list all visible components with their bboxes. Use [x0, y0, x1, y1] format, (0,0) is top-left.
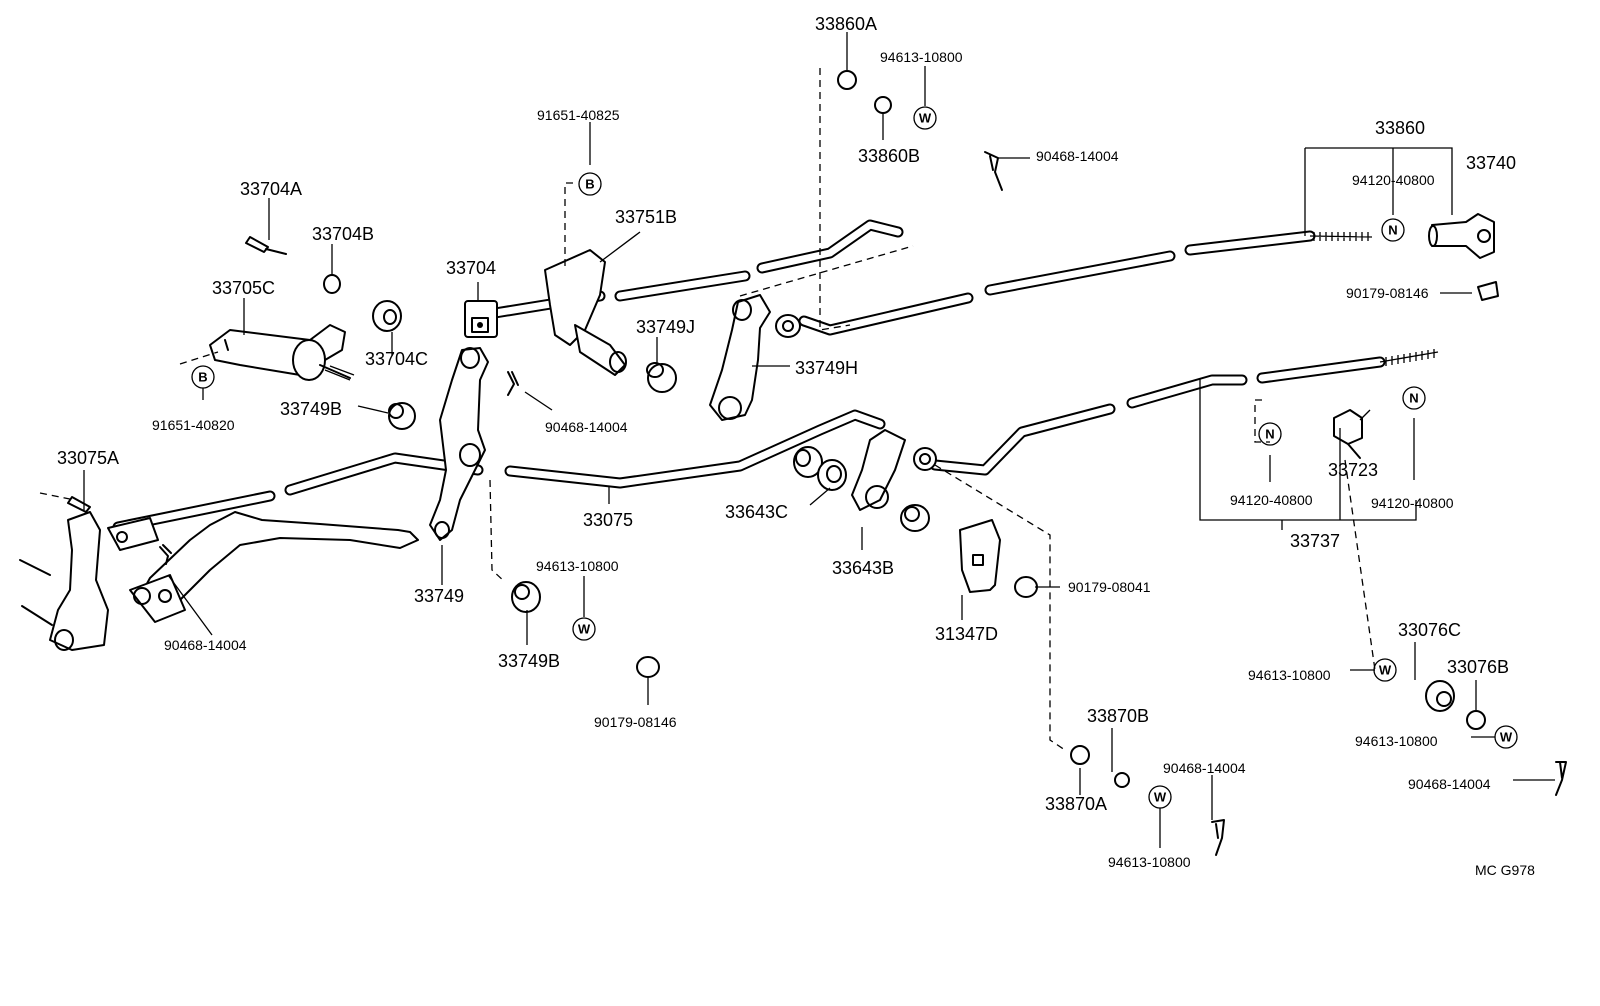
label-33075A: 33075A — [57, 448, 119, 468]
label-33860A: 33860A — [815, 14, 877, 34]
label-33075: 33075 — [583, 510, 633, 530]
label-33749B-left: 33749B — [280, 399, 342, 419]
label-94613-bottom: 94613-10800 — [1108, 854, 1191, 870]
symbol-w-r1: W — [1379, 663, 1392, 678]
symbol-circles: B B W W W W W N N N — [191, 106, 1518, 809]
dashed-guides — [39, 68, 1376, 751]
label-33704: 33704 — [446, 258, 496, 278]
label-33643B: 33643B — [832, 558, 894, 578]
label-90179-08146-right: 90179-08146 — [1346, 285, 1429, 301]
symbol-b-left: B — [198, 370, 207, 385]
label-33751B: 33751B — [615, 207, 677, 227]
symbol-n-right: N — [1409, 391, 1418, 406]
label-33870A: 33870A — [1045, 794, 1107, 814]
label-94120-right: 94120-40800 — [1371, 495, 1454, 511]
label-33749: 33749 — [414, 586, 464, 606]
label-33870B: 33870B — [1087, 706, 1149, 726]
diagram-code: MC G978 — [1475, 862, 1535, 878]
label-94613-right-1: 94613-10800 — [1248, 667, 1331, 683]
label-94120-left: 94120-40800 — [1230, 492, 1313, 508]
label-90468-top: 90468-14004 — [1036, 148, 1119, 164]
label-33704C: 33704C — [365, 349, 428, 369]
label-33076C: 33076C — [1398, 620, 1461, 640]
label-33749J: 33749J — [636, 317, 695, 337]
label-33860B: 33860B — [858, 146, 920, 166]
label-90468-bottom: 90468-14004 — [1163, 760, 1246, 776]
label-33705C: 33705C — [212, 278, 275, 298]
symbol-w-r2: W — [1500, 730, 1513, 745]
label-91651-40825: 91651-40825 — [537, 107, 620, 123]
parts-drawings — [19, 70, 1567, 856]
symbol-w-mid: W — [578, 622, 591, 637]
symbol-w-top: W — [919, 111, 932, 126]
label-94613-right-2: 94613-10800 — [1355, 733, 1438, 749]
label-91651-40820: 91651-40820 — [152, 417, 235, 433]
label-33076B: 33076B — [1447, 657, 1509, 677]
label-90468-left: 90468-14004 — [164, 637, 247, 653]
label-94613-mid: 94613-10800 — [536, 558, 619, 574]
label-94120-top: 94120-40800 — [1352, 172, 1435, 188]
symbol-b-top: B — [585, 177, 594, 192]
symbol-n-top: N — [1388, 223, 1397, 238]
label-90179-08146-bottom: 90179-08146 — [594, 714, 677, 730]
label-31347D: 31347D — [935, 624, 998, 644]
label-33737: 33737 — [1290, 531, 1340, 551]
symbol-n-left: N — [1265, 427, 1274, 442]
label-33704B: 33704B — [312, 224, 374, 244]
control-rods — [112, 219, 1439, 613]
label-33740: 33740 — [1466, 153, 1516, 173]
label-33749B-bottom: 33749B — [498, 651, 560, 671]
label-90179-08041: 90179-08041 — [1068, 579, 1151, 595]
label-94613-top: 94613-10800 — [880, 49, 963, 65]
label-90468-mid: 90468-14004 — [545, 419, 628, 435]
label-33643C: 33643C — [725, 502, 788, 522]
label-33749H: 33749H — [795, 358, 858, 378]
part-labels: 33860A 94613-10800 91651-40825 33860B 90… — [57, 14, 1535, 878]
label-33723: 33723 — [1328, 460, 1378, 480]
leader-lines — [83, 32, 1555, 848]
symbol-w-bot: W — [1154, 790, 1167, 805]
label-90468-right: 90468-14004 — [1408, 776, 1491, 792]
label-33860: 33860 — [1375, 118, 1425, 138]
label-33704A: 33704A — [240, 179, 302, 199]
